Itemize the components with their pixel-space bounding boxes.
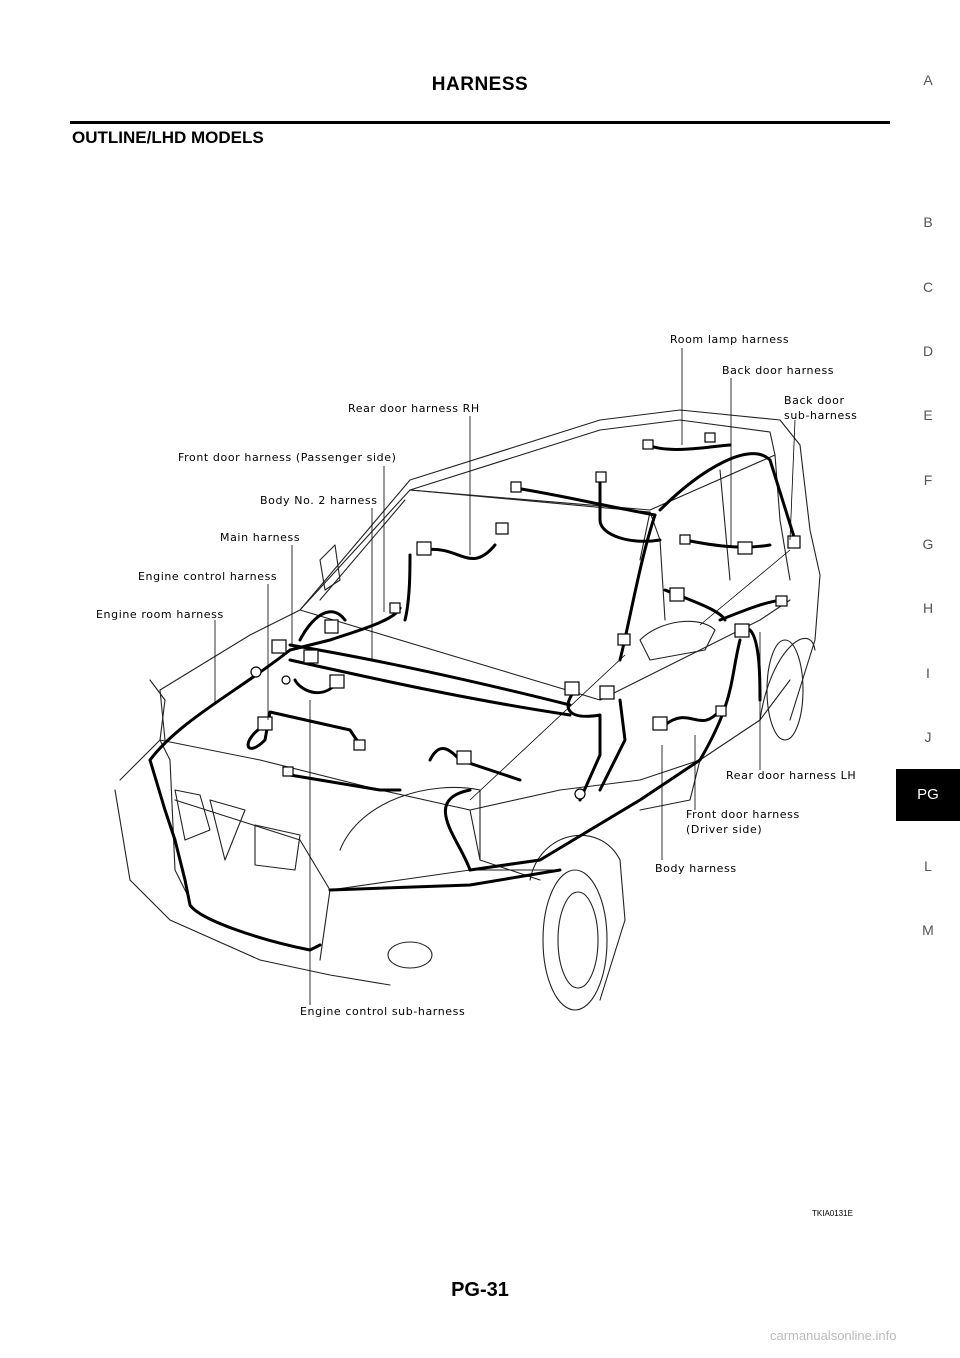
index-tab-i[interactable]: I — [926, 665, 930, 681]
connector — [679, 534, 691, 545]
vehicle-outline — [114, 409, 821, 1011]
label-rear-door-harness-lh: Rear door harness LH — [726, 769, 857, 782]
label-room-lamp-harness: Room lamp harness — [670, 333, 790, 346]
index-tab-e[interactable]: E — [923, 407, 933, 423]
connector — [599, 685, 615, 700]
index-tab-h[interactable]: H — [922, 600, 934, 616]
connector — [282, 766, 294, 777]
connector — [257, 716, 273, 731]
connector — [737, 541, 753, 555]
label-engine-control-sub-harness: Engine control sub-harness — [300, 1005, 466, 1018]
connector — [652, 716, 668, 731]
header-rule — [70, 121, 890, 124]
connector — [715, 705, 727, 717]
label-back-door-sub-harness-line2: sub-harness — [784, 409, 858, 422]
side-index: A B C D E F G H I J PG L M — [896, 0, 960, 1358]
connector — [329, 674, 345, 689]
connector — [510, 481, 522, 493]
label-back-door-sub-harness-line1: Back door — [784, 394, 845, 407]
connector — [564, 681, 580, 696]
connector — [281, 675, 291, 685]
connector — [617, 633, 631, 646]
leader-lines — [214, 348, 796, 1005]
label-main-harness: Main harness — [220, 531, 301, 544]
index-tab-l[interactable]: L — [924, 858, 932, 874]
harness-routes — [148, 443, 797, 952]
section-title: OUTLINE/LHD MODELS — [72, 128, 264, 147]
connector — [416, 541, 432, 556]
label-body-no2-harness: Body No. 2 harness — [260, 494, 378, 507]
connector — [642, 439, 654, 450]
figure-code: TKIA0131E — [812, 1209, 853, 1218]
connector — [324, 619, 339, 634]
index-tab-pg-active[interactable]: PG — [896, 769, 960, 821]
label-front-door-harness-driver-line2: (Driver side) — [686, 823, 763, 836]
connector — [353, 739, 366, 751]
index-tab-c[interactable]: C — [922, 279, 934, 295]
label-engine-room-harness: Engine room harness — [96, 608, 224, 621]
connector — [456, 750, 472, 765]
connector — [595, 471, 607, 483]
page-number: PG-31 — [451, 1279, 509, 1301]
connector — [389, 602, 401, 614]
index-tab-f[interactable]: F — [923, 472, 933, 488]
connector — [495, 522, 509, 535]
connector — [775, 595, 788, 607]
connectors — [250, 432, 801, 800]
page-header: HARNESS — [431, 74, 529, 95]
label-body-harness: Body harness — [655, 862, 737, 875]
label-rear-door-harness-rh: Rear door harness RH — [348, 402, 480, 415]
connector — [303, 649, 319, 664]
label-front-door-harness-driver-line1: Front door harness — [686, 808, 800, 821]
label-back-door-harness: Back door harness — [722, 364, 835, 377]
connector — [787, 535, 801, 549]
index-tab-b[interactable]: B — [923, 214, 933, 230]
label-engine-control-harness: Engine control harness — [138, 570, 278, 583]
connector — [704, 432, 716, 443]
connector — [574, 788, 586, 800]
watermark: carmanualsonline.info — [770, 1328, 897, 1343]
index-tab-j[interactable]: J — [924, 729, 932, 745]
connector — [669, 587, 685, 602]
index-tab-m[interactable]: M — [922, 922, 934, 938]
label-front-door-harness-passenger: Front door harness (Passenger side) — [178, 451, 397, 464]
connector — [250, 666, 262, 678]
index-tab-d[interactable]: D — [922, 343, 934, 359]
index-tab-g[interactable]: G — [922, 536, 934, 552]
connector — [734, 623, 750, 638]
connector — [271, 639, 287, 654]
index-tab-a[interactable]: A — [923, 72, 933, 88]
